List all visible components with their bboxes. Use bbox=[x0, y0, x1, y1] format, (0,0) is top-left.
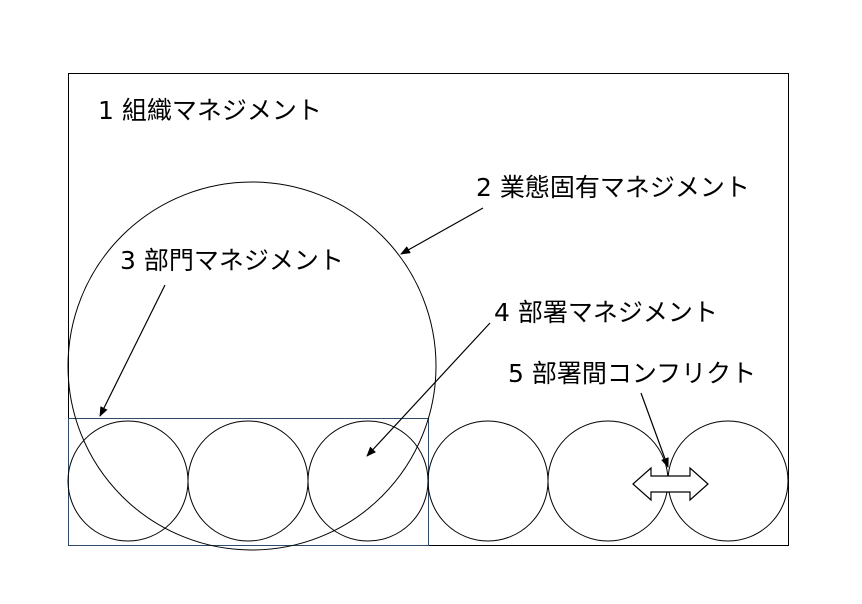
conflict-double-arrow bbox=[632, 466, 709, 502]
section-pointer-arrow bbox=[99, 284, 166, 417]
department-circle-3 bbox=[307, 420, 429, 542]
department-pointer-arrow bbox=[366, 322, 491, 457]
organization-label: 1 組織マネジメント bbox=[98, 96, 322, 125]
section-label: 3 部門マネジメント bbox=[120, 246, 344, 275]
department-label: 4 部署マネジメント bbox=[494, 298, 718, 327]
business-type-pointer-arrow bbox=[400, 207, 484, 255]
business-type-label: 2 業態固有マネジメント bbox=[476, 173, 750, 202]
section-box bbox=[68, 418, 429, 546]
conflict-pointer-arrow bbox=[640, 392, 669, 468]
department-circle-1 bbox=[67, 420, 189, 542]
department-circle-2 bbox=[187, 420, 309, 542]
business-type-circle bbox=[67, 181, 437, 551]
conflict-label: 5 部署間コンフリクト bbox=[508, 359, 756, 388]
department-circle-4 bbox=[427, 420, 549, 542]
